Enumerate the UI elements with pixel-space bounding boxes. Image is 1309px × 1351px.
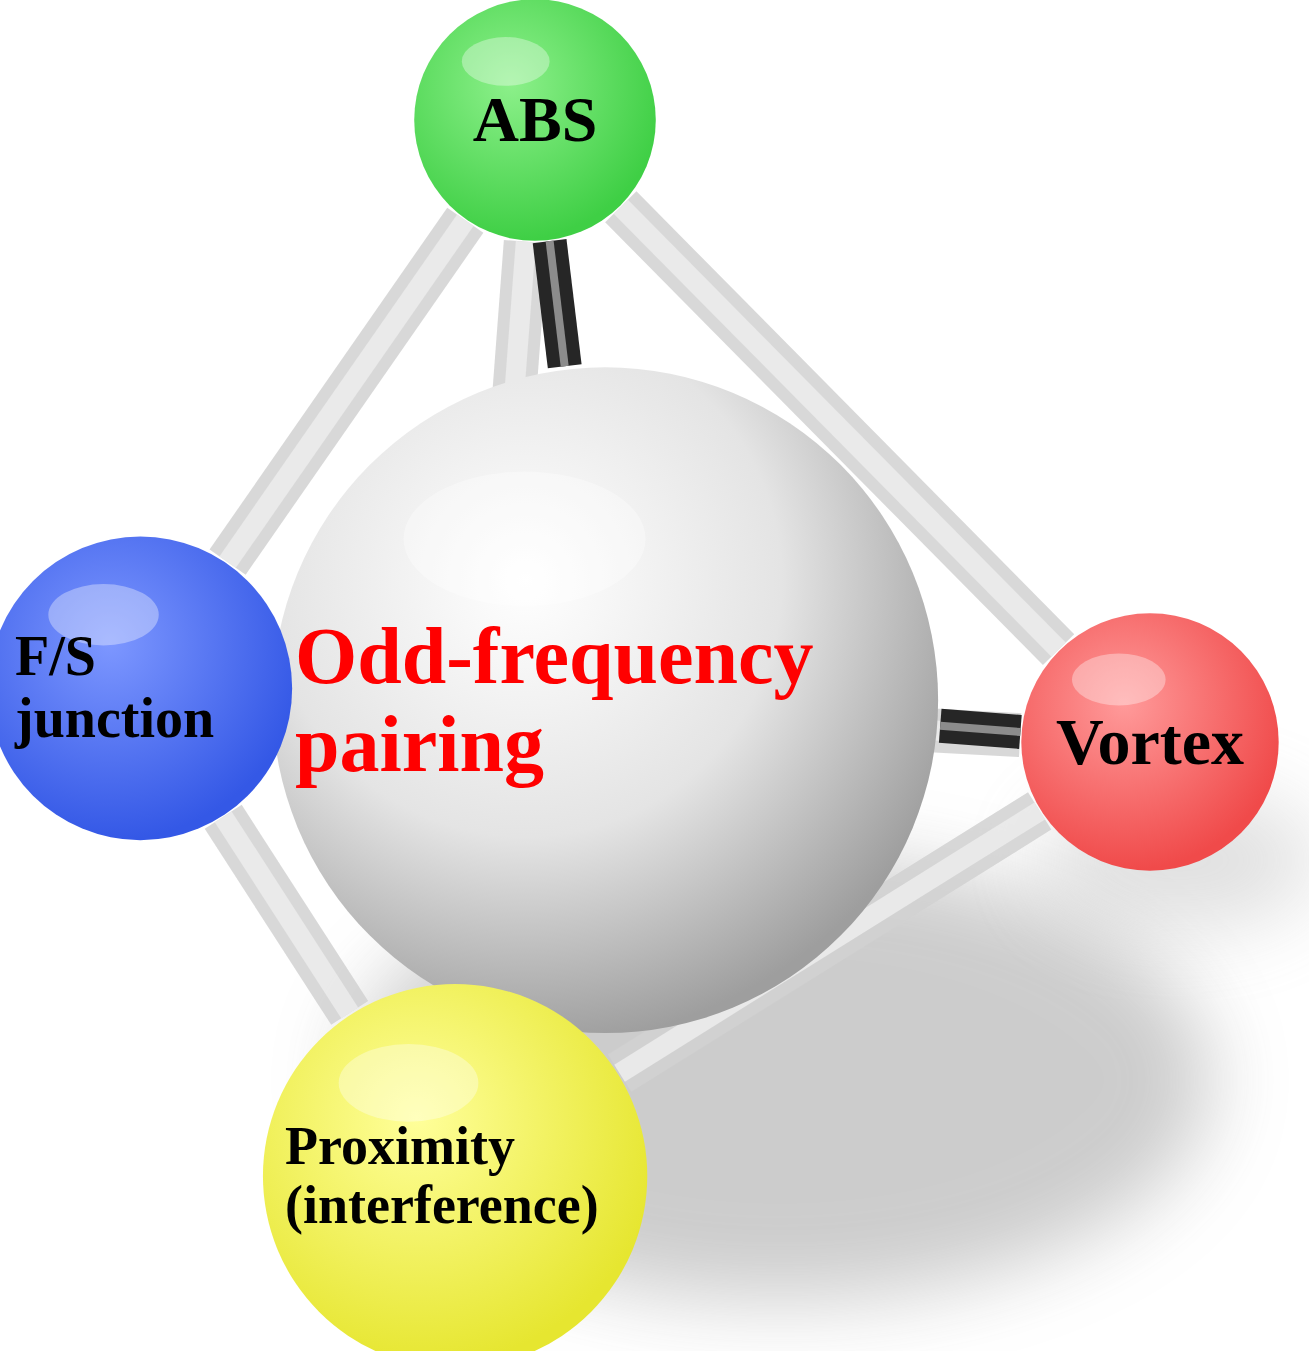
node-label: Proximity (interference) [285,1117,625,1236]
sphere-fill [263,984,647,1351]
frame-rods [223,207,1058,1073]
sphere-highlight [403,471,645,605]
node-label: F/S junction [15,626,265,749]
sphere-fill [414,0,656,241]
label-group: Odd-frequency pairing [295,612,915,788]
node-label: ABS [473,85,598,155]
bond-rod [550,241,565,366]
sphere-highlight [462,37,550,86]
label-group: ABS [473,85,598,155]
sphere-fill [1021,613,1278,870]
rod-stroke [550,241,565,366]
sphere-highlight [1072,654,1166,706]
central-sphere: Odd-frequency pairing [269,364,941,1036]
rod-stroke [550,241,565,366]
node-label: Vortex [1056,706,1244,779]
label-group: F/S junction [15,626,265,749]
sphere-fill [0,536,292,840]
sphere-highlight [339,1044,479,1122]
rod-stroke [940,726,1020,732]
topic-ball: ABS [413,0,657,242]
label-group: Vortex [1056,706,1244,779]
bond-rod [940,726,1020,732]
sphere-fill [272,367,938,1033]
rod-stroke [940,726,1020,732]
topic-ball: Vortex [1020,612,1280,872]
node-label: Odd-frequency pairing [295,612,915,788]
topic-ball: Proximity (interference) [261,982,649,1351]
label-group: Proximity (interference) [285,1117,625,1236]
topic-ball: F/S junction [0,535,293,842]
